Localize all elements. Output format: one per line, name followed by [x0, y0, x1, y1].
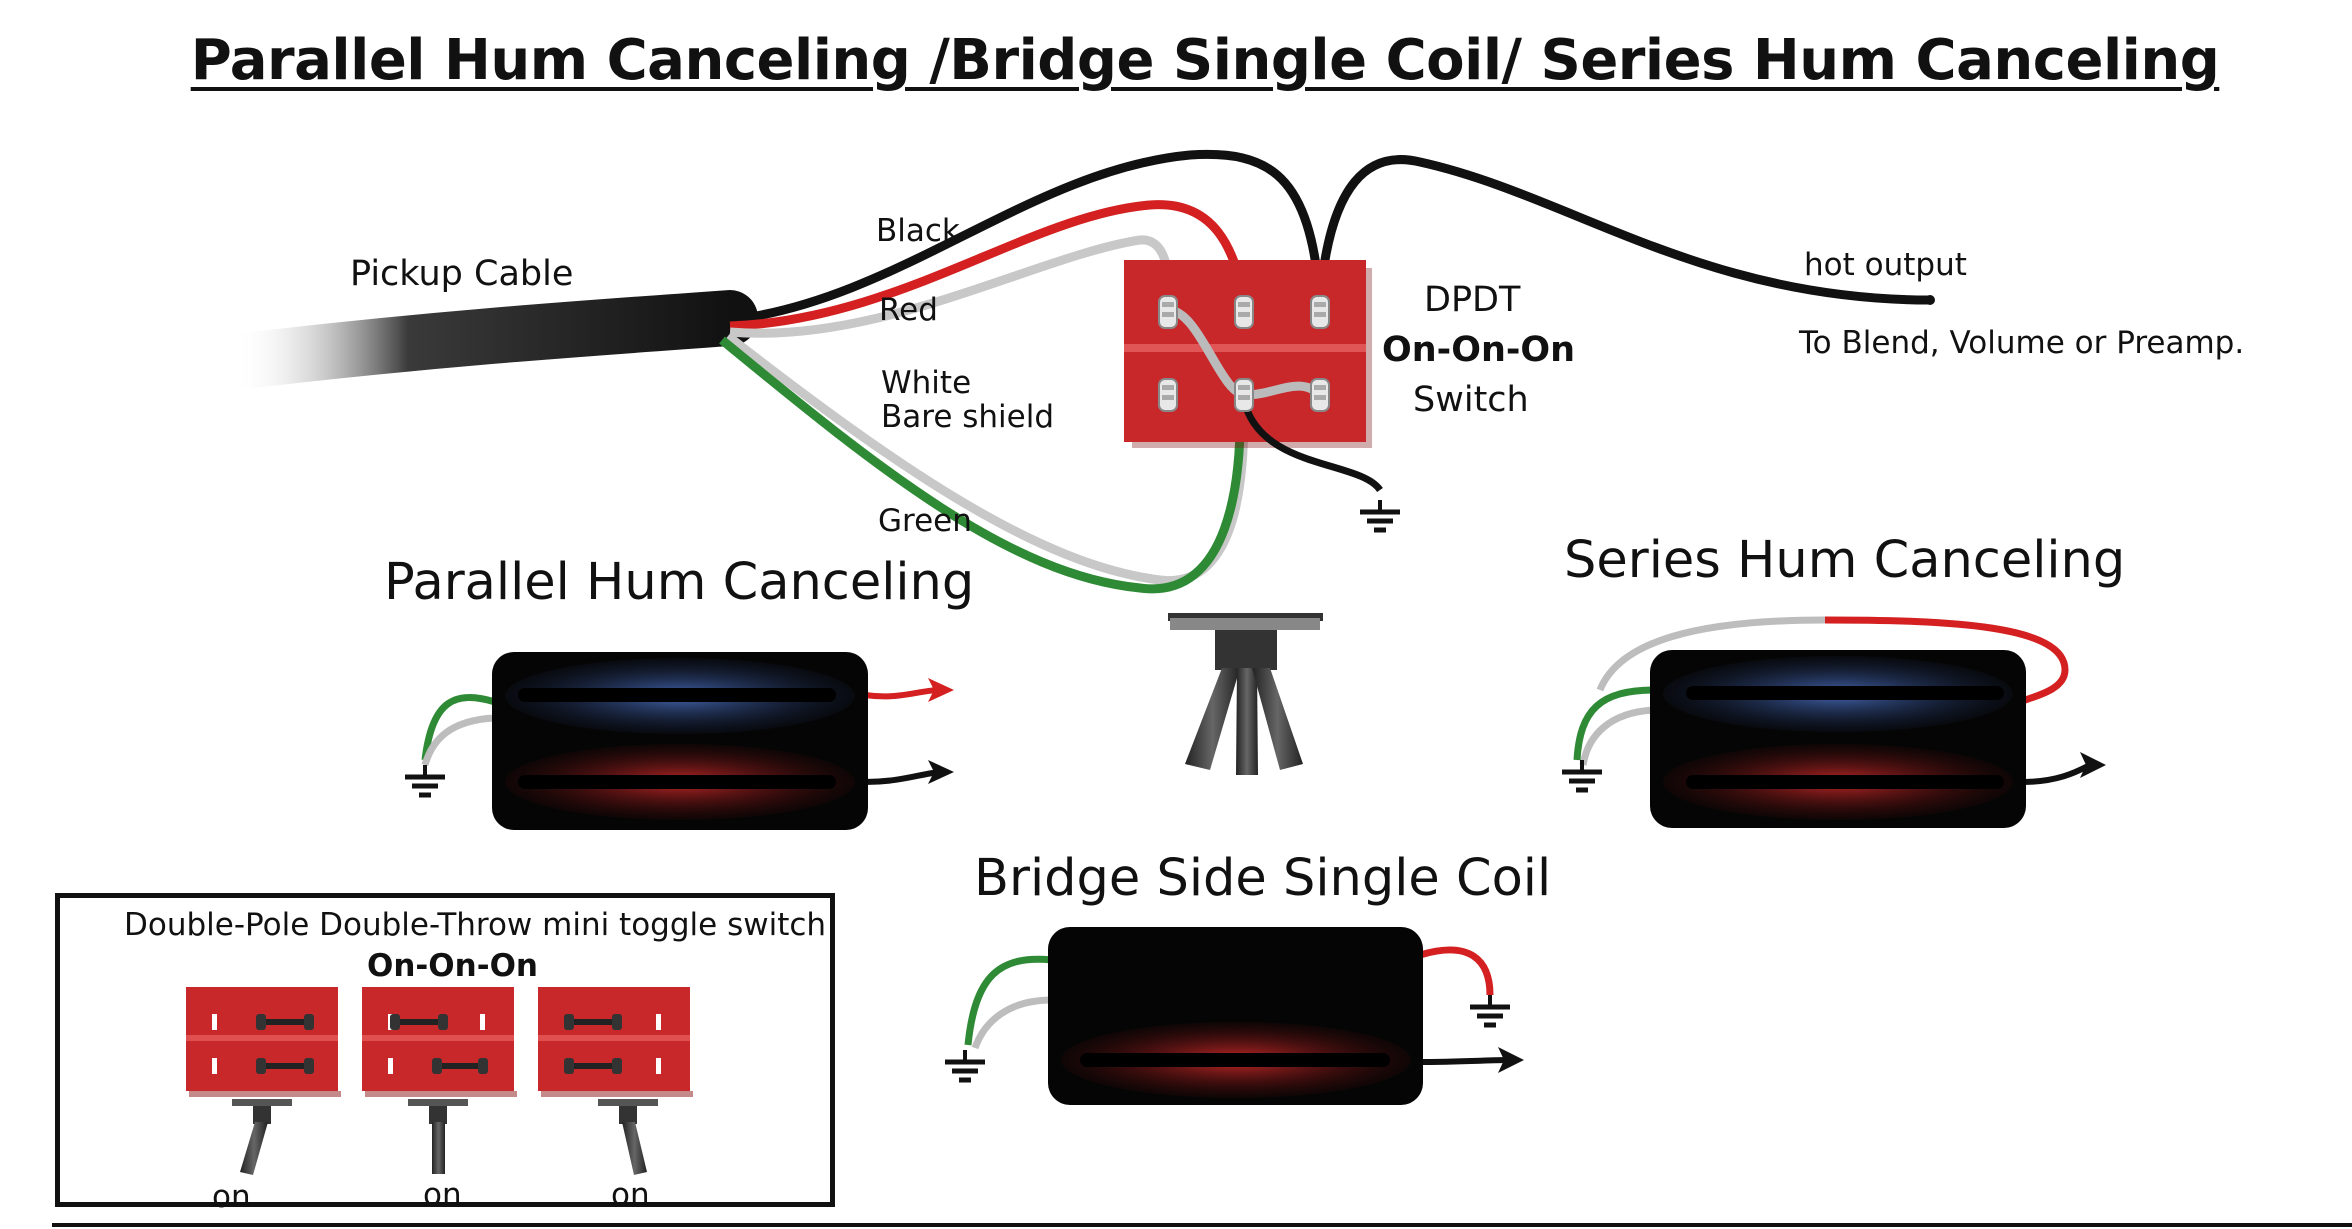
pickup-cable-label: Pickup Cable: [350, 254, 574, 294]
dpdt-switch: [1124, 260, 1383, 493]
switch-label-switch: Switch: [1413, 380, 1529, 420]
section-title-parallel: Parallel Hum Canceling: [384, 553, 975, 612]
wire-label-white: White: [881, 365, 972, 401]
mini-switch-1: [186, 987, 341, 1175]
humbucker-bridge-single: [945, 927, 1524, 1105]
legend-position-3: on: [611, 1177, 650, 1213]
humbucker-series: [1562, 616, 2106, 828]
legend-subtitle: On-On-On: [367, 948, 538, 984]
humbucker-parallel: [405, 652, 954, 830]
section-title-bridge: Bridge Side Single Coil: [974, 849, 1552, 908]
legend-box: [55, 893, 835, 1207]
hot-output-label: hot output: [1804, 247, 1967, 283]
mini-switch-2: [362, 987, 517, 1174]
legend-position-1: on: [212, 1179, 251, 1215]
wire-green: [719, 332, 1249, 594]
mini-switch-3: [538, 987, 693, 1175]
switch-label-dpdt: DPDT: [1424, 280, 1521, 320]
wire-label-bare-shield: Bare shield: [881, 399, 1055, 435]
page-title: Parallel Hum Canceling /Bridge Single Co…: [190, 28, 2220, 93]
wire-end-hot: [1925, 295, 1935, 305]
switch-label-on-on-on: On-On-On: [1382, 330, 1576, 370]
wire-black: [729, 149, 1931, 325]
legend-title: Double-Pole Double-Throw mini toggle swi…: [124, 907, 827, 943]
toggle-lever: [1168, 613, 1323, 775]
to-blend-label: To Blend, Volume or Preamp.: [1799, 325, 2245, 361]
ground-icon: [1360, 500, 1400, 530]
bottom-rule: [52, 1223, 2352, 1227]
section-title-series: Series Hum Canceling: [1564, 531, 2126, 590]
wire-white: [729, 235, 1173, 338]
wire-label-green: Green: [878, 503, 972, 539]
wire-label-red: Red: [879, 292, 938, 328]
pickup-cable: [207, 290, 758, 390]
legend-position-2: on: [423, 1177, 462, 1213]
wire-red: [729, 200, 1249, 331]
wire-label-black: Black: [876, 213, 960, 249]
